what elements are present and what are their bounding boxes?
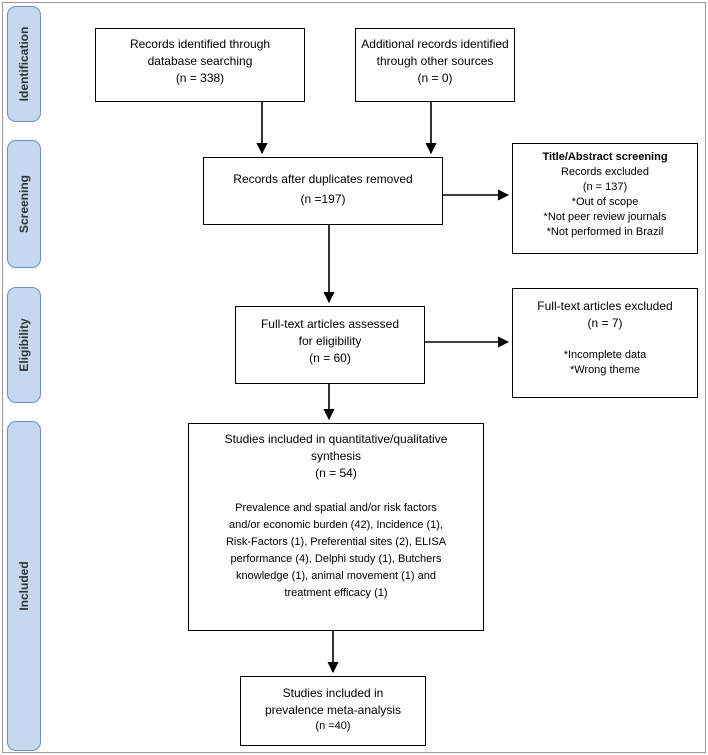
meta-analysis-line-2: prevalence meta-analysis: [264, 703, 402, 717]
phase-identification-label: Identification: [17, 26, 31, 102]
studies-included-details: Prevalence and spatial and/or risk facto…: [189, 500, 483, 602]
full-text-assessed-line-2: for eligibility: [298, 334, 362, 348]
database-records-line-2: database searching: [147, 54, 253, 68]
studies-included-count: (n = 54): [315, 466, 357, 480]
phase-screening-label: Screening: [17, 174, 31, 234]
other-sources-line-1: Additional records identified: [361, 37, 509, 51]
full-text-excluded-box: Full-text articles excluded (n = 7) *Inc…: [512, 288, 698, 398]
phase-identification: Identification: [7, 6, 41, 122]
full-text-assessed-box: Full-text articles assessed for eligibil…: [235, 306, 425, 384]
details-line-4: performance (4), Delphi study (1), Butch…: [230, 553, 442, 565]
meta-analysis-box: Studies included in prevalence meta-anal…: [240, 676, 426, 746]
title-abstract-heading: Title/Abstract screening: [542, 151, 668, 163]
details-line-1: Prevalence and spatial and/or risk facto…: [235, 502, 437, 514]
exclusion-reason-1: *Out of scope: [571, 196, 639, 208]
full-text-excluded-line-1: Full-text articles excluded: [537, 299, 673, 313]
details-line-5: knowledge (1), animal movement (1) and: [236, 570, 436, 582]
full-text-assessed-line-1: Full-text articles assessed: [260, 317, 400, 331]
studies-included-box: Studies included in quantitative/qualita…: [188, 423, 484, 631]
details-line-3: Risk-Factors (1), Preferential sites (2)…: [225, 536, 447, 548]
studies-included-line-1: Studies included in quantitative/qualita…: [224, 432, 448, 446]
after-duplicates-count: (n =197): [300, 192, 346, 206]
other-sources-count: (n = 0): [417, 71, 453, 85]
phase-eligibility: Eligibility: [7, 287, 41, 403]
after-duplicates-line-1: Records after duplicates removed: [233, 172, 413, 186]
database-records-line-1: Records identified through: [129, 37, 271, 51]
other-sources-line-2: through other sources: [376, 54, 494, 68]
database-records-box: Records identified through database sear…: [95, 28, 305, 102]
title-abstract-screening-box: Title/Abstract screening Records exclude…: [512, 143, 698, 254]
phase-eligibility-label: Eligibility: [17, 318, 31, 372]
exclusion-reason-2: *Not peer review journals: [543, 211, 667, 223]
after-duplicates-box: Records after duplicates removed (n =197…: [203, 157, 443, 225]
meta-analysis-line-1: Studies included in: [282, 686, 384, 700]
full-text-assessed-count: (n = 60): [309, 351, 351, 365]
exclusion-reason-3: *Not performed in Brazil: [546, 226, 664, 238]
full-text-reason-2: *Wrong theme: [569, 364, 641, 376]
details-line-2: and/or economic burden (42), Incidence (…: [228, 519, 443, 531]
records-excluded-label: Records excluded: [560, 166, 650, 178]
full-text-reason-1: *Incomplete data: [563, 349, 647, 361]
full-text-excluded-count: (n = 7): [587, 316, 623, 330]
records-excluded-count: (n = 137): [582, 181, 628, 193]
other-sources-box: Additional records identified through ot…: [355, 28, 515, 102]
phase-included-label: Included: [17, 561, 31, 611]
meta-analysis-count: (n =40): [315, 720, 351, 732]
studies-included-line-2: synthesis: [310, 449, 362, 463]
database-records-count: (n = 338): [175, 71, 225, 85]
phase-screening: Screening: [7, 140, 41, 268]
details-line-6: treatment efficacy (1): [284, 587, 388, 599]
phase-included: Included: [7, 421, 41, 751]
